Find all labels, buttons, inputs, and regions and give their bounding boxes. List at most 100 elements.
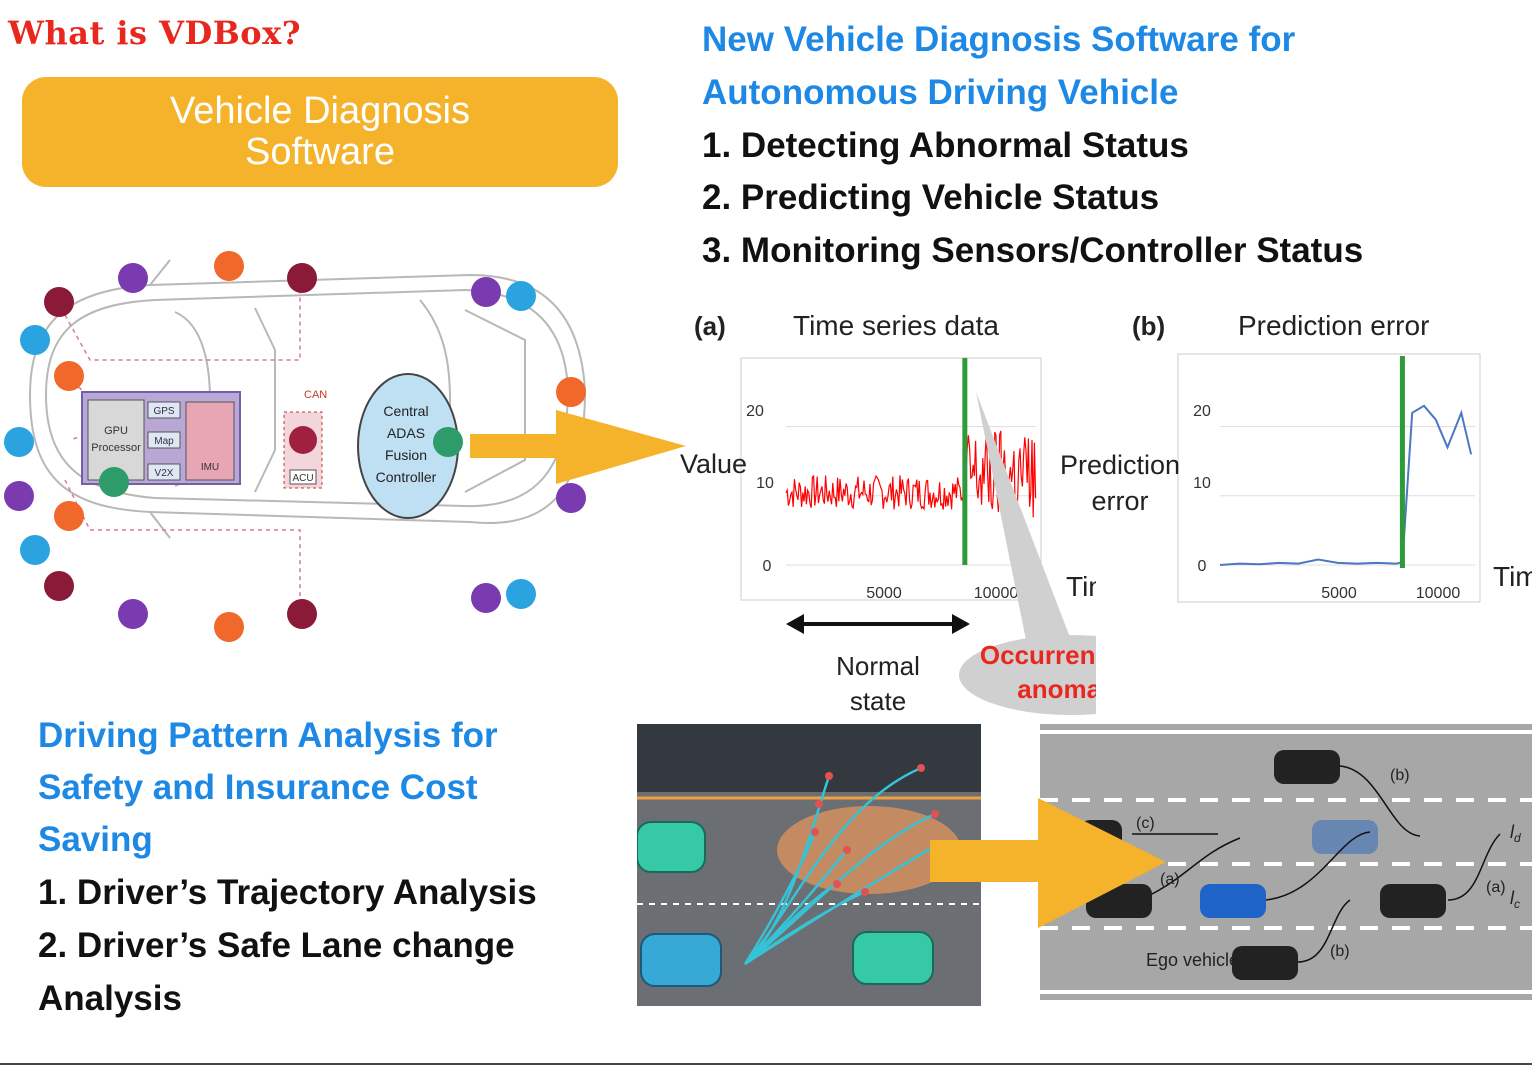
page-title: What is VDBox? bbox=[8, 14, 301, 52]
lidar-icon bbox=[118, 263, 148, 293]
lidar-icon bbox=[118, 599, 148, 629]
car-icon bbox=[637, 821, 706, 873]
gps-label: GPS bbox=[153, 406, 174, 417]
chart-a-ylabel: Value bbox=[680, 449, 747, 479]
arrow-to-chart bbox=[470, 410, 686, 484]
camera-icon bbox=[556, 377, 586, 407]
chart-b-ytick-10: 10 bbox=[1193, 475, 1211, 492]
chart-b-label: (b) bbox=[1132, 311, 1165, 341]
chart-b: (b) Prediction error 20 10 0 Prediction … bbox=[1060, 310, 1532, 603]
camera-icon bbox=[54, 361, 84, 391]
anomaly-callout-pointer bbox=[976, 392, 1071, 650]
acu-icon bbox=[289, 426, 317, 454]
chart-a-ytick-20: 20 bbox=[746, 403, 764, 420]
normal-state-line-2: state bbox=[850, 686, 906, 716]
heading-line-1: New Vehicle Diagnosis Software for bbox=[702, 20, 1296, 59]
lane-lc-label: lc bbox=[1510, 888, 1520, 911]
camera-icon bbox=[54, 501, 84, 531]
anomaly-callout bbox=[959, 635, 1096, 715]
software-pill: Vehicle Diagnosis Software bbox=[22, 77, 618, 187]
acu-tag bbox=[289, 469, 317, 485]
car-icon bbox=[1312, 820, 1378, 854]
camera-icon bbox=[214, 612, 244, 642]
arrow-to-lane bbox=[930, 798, 1166, 928]
lane-arrows bbox=[1132, 765, 1501, 963]
acu-label: ACU bbox=[292, 473, 313, 484]
analysis-item-2: 2. Driver’s Safe Lane change bbox=[38, 926, 515, 965]
can-label: CAN bbox=[304, 389, 327, 401]
anomaly-line-1: Occurrence of bbox=[980, 640, 1096, 670]
analysis-item-3: Analysis bbox=[38, 979, 182, 1018]
feature-item-1: 1. Detecting Abnormal Status bbox=[702, 126, 1189, 165]
ego-car-icon bbox=[1200, 884, 1266, 918]
lane-label-c: (c) bbox=[1136, 815, 1155, 832]
v2x-label: V2X bbox=[155, 468, 174, 479]
bottom-heading-line-3: Saving bbox=[38, 820, 153, 859]
v2x-box bbox=[147, 463, 181, 481]
series-1-line bbox=[964, 430, 1037, 518]
chart-a: (a) Time series data 20 10 0 Value 5000 … bbox=[680, 310, 1096, 716]
chart-b-ylabel-1: Prediction bbox=[1060, 450, 1180, 480]
car-icon bbox=[1380, 884, 1446, 918]
lane-lc-sub: c bbox=[1514, 897, 1520, 911]
lane-label-a-right: (a) bbox=[1486, 879, 1506, 896]
car-icon bbox=[1232, 946, 1298, 980]
chart-b-xlabel: Tim bbox=[1493, 561, 1532, 592]
series-0-line bbox=[785, 474, 966, 511]
central-line-2: ADAS bbox=[387, 425, 425, 441]
gpu-box bbox=[87, 399, 145, 481]
chart-a-ytick-10: 10 bbox=[756, 475, 774, 492]
lane-label-b-top: (b) bbox=[1390, 767, 1410, 784]
trajectory-picture bbox=[637, 724, 981, 1006]
chart-a-xtick-5000: 5000 bbox=[866, 585, 902, 602]
imu-box bbox=[185, 401, 235, 481]
wifi-icon bbox=[4, 427, 34, 457]
lane-ld-label: ld bbox=[1510, 822, 1521, 845]
road-shoulder bbox=[637, 724, 981, 792]
camera-icon bbox=[214, 251, 244, 281]
lidar-icon bbox=[471, 277, 501, 307]
series-0-line bbox=[1219, 404, 1473, 566]
chart-a-series bbox=[785, 430, 1037, 518]
anomaly-line-2: anomaly bbox=[1017, 674, 1096, 704]
car-diagram: GPU Processor GPS Map V2X IMU CAN ACU Ce… bbox=[4, 251, 587, 642]
processor-label: Processor bbox=[91, 442, 141, 454]
prediction-region bbox=[777, 806, 961, 894]
gps-box bbox=[147, 401, 181, 419]
chart-a-ytick-0: 0 bbox=[763, 558, 772, 575]
chart-b-series bbox=[1219, 404, 1473, 566]
sensor-icons bbox=[4, 251, 586, 642]
chart-b-ytick-0: 0 bbox=[1198, 558, 1207, 575]
chart-a-title: Time series data bbox=[793, 310, 999, 341]
analysis-item-1: 1. Driver’s Trajectory Analysis bbox=[38, 873, 537, 912]
brain-icon bbox=[99, 467, 129, 497]
chart-a-label: (a) bbox=[694, 311, 726, 341]
lidar-icon bbox=[471, 583, 501, 613]
central-line-3: Fusion bbox=[385, 447, 427, 463]
map-label: Map bbox=[154, 436, 174, 447]
lane-ld-sub: d bbox=[1514, 831, 1521, 845]
car-icon bbox=[1274, 750, 1340, 784]
brain-icon-2 bbox=[433, 427, 463, 457]
radar-icon bbox=[287, 599, 317, 629]
bottom-heading-line-2: Safety and Insurance Cost bbox=[38, 768, 478, 807]
bottom-rule bbox=[0, 1063, 1532, 1065]
bottom-heading-line-1: Driving Pattern Analysis for bbox=[38, 716, 498, 755]
lane-label-a-left: (a) bbox=[1160, 871, 1180, 888]
map-box bbox=[147, 431, 181, 449]
radar-icon bbox=[287, 263, 317, 293]
car-icon bbox=[852, 931, 934, 985]
pill-line-2: Software bbox=[245, 131, 395, 173]
wifi-icon bbox=[20, 325, 50, 355]
wifi-icon bbox=[506, 281, 536, 311]
lidar-icon bbox=[556, 483, 586, 513]
imu-label: IMU bbox=[201, 462, 219, 473]
chart-a-xtick-10000: 10000 bbox=[974, 585, 1019, 602]
chart-a-xlabel: Time bbox=[1066, 571, 1096, 602]
wifi-icon bbox=[506, 579, 536, 609]
car-icon bbox=[640, 933, 722, 987]
lane-lc-l: l bbox=[1510, 888, 1515, 908]
chart-b-xtick-5000: 5000 bbox=[1321, 585, 1357, 602]
radar-icon bbox=[44, 287, 74, 317]
chart-b-xtick-10000: 10000 bbox=[1416, 585, 1461, 602]
